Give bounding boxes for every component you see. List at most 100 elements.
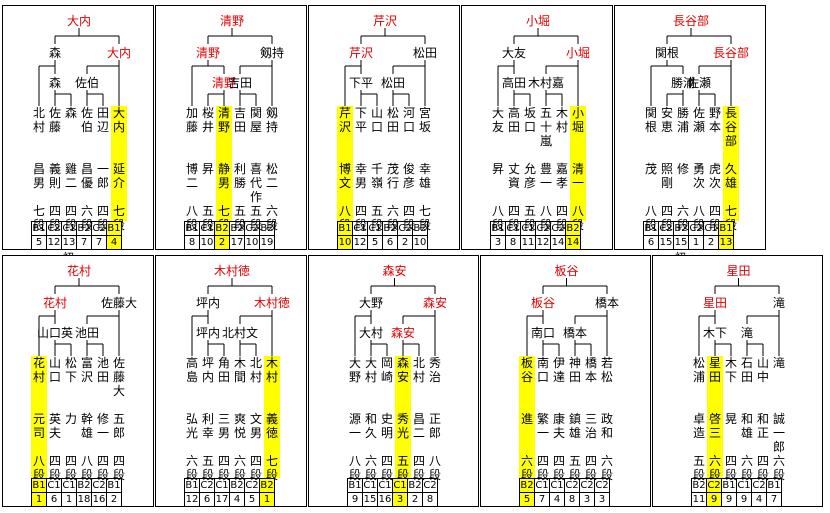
class-cell: C1 [367,221,383,236]
class-cell: C1 [199,221,215,236]
player-column: 木村嘉孝四段 [554,106,570,232]
player-name-char: 村 [32,120,45,134]
number-cell: 8 [422,492,438,507]
player-given-char: 夫 [552,426,565,440]
player-given-char: 源 [348,412,361,426]
player-name-char: 嵐 [539,134,552,148]
player-given-char: 政 [600,412,613,426]
player-given-char: 一 [772,426,785,440]
player-column: 野本虎次四段 [707,106,723,232]
player-name-char: 野 [348,370,361,384]
player-name-char: 浦 [692,370,705,384]
number-cell: 15 [658,235,674,250]
player-given-char: 郎 [772,440,785,454]
bracket-block: 森安大野森安大村森安大野源一八段大村和久六段岡崎史明四段森安秀光五段北村昌二四段… [308,255,479,507]
player-name-char: 大 [112,106,125,120]
bracket-lines [497,28,579,106]
number-cell: 9 [721,492,737,507]
player-name-char: 内 [201,370,214,384]
player-given-char: 英 [48,412,61,426]
player-name-char: 岡 [380,356,393,370]
class-cell: B1 [718,221,734,236]
player-name-char: 池 [96,356,109,370]
number-cell: 17 [229,235,245,250]
number-cell: 4 [229,492,245,507]
player-rank-char: 八 [185,204,198,218]
player-given-char: 一 [571,176,584,190]
player-name-char: 内 [112,120,125,134]
player-name-char: 藤 [48,120,61,134]
number-cell: 16 [91,492,107,507]
player-rank-char: 八 [80,454,93,468]
bracket-lines [38,28,120,106]
number-cell: 6 [46,492,62,507]
player-given-char: 雄 [740,426,753,440]
player-rank-char: 五 [396,454,409,468]
player-column: 芹沢博文八段 [337,106,353,232]
number-cell: 16 [377,492,393,507]
finalist-label: 剱持 [259,46,285,60]
player-given-char: 博 [338,162,351,176]
player-given-char: 延 [112,162,125,176]
player-name-char: 田 [96,106,109,120]
player-name-char: 下 [354,106,367,120]
player-rank-char: 四 [724,454,737,468]
player-rank-char: 四 [64,204,77,218]
number-cell: 2 [106,492,122,507]
player-given-char: 嘉 [555,162,568,176]
champion-label: 木村徳 [213,264,251,278]
player-given-char: 次 [692,176,705,190]
number-cell: 7 [766,492,782,507]
semifinal-label: 池田 [74,326,100,340]
bracket-block: 小堀大友小堀高田木村嘉大友昇八段高田丈資四段坂口允彦五段五十嵐豊一八段木村嘉孝四… [461,5,613,250]
player-rank-char: 四 [536,454,549,468]
player-given-char: 史 [380,412,393,426]
finalist-label: 木村徳 [253,296,291,310]
player-column: 高島弘光六段 [184,356,200,482]
player-name-char: 剱 [265,106,278,120]
player-rank-char: 五 [233,204,246,218]
number-cell: 5 [244,492,260,507]
player-rank-char: 四 [48,204,61,218]
class-cell: C1 [46,478,62,493]
player-given-char: 允 [523,162,536,176]
player-name-char: 井 [201,120,214,134]
player-name-char: 口 [48,370,61,384]
player-name-char: 野 [217,120,230,134]
bracket-lines [526,278,608,356]
finalist-label: 関根 [654,46,680,60]
player-rank-char: 六 [676,204,689,218]
player-column: 大野源一八段 [347,356,363,482]
player-column: 清野静男七段 [216,106,232,232]
finalist-label: 清野 [195,46,221,60]
player-name-char: 角 [217,356,230,370]
semifinal-label: 北村文 [221,326,259,340]
player-given-char: 昇 [201,162,214,176]
player-name-char: 田 [708,370,721,384]
player-given-char: 義 [265,412,278,426]
player-given-char: 爽 [233,412,246,426]
player-given-char: 昌 [80,162,93,176]
number-cell: 2 [703,235,719,250]
semifinal-label: 勝浦 [670,76,696,90]
player-given-char: 二 [64,176,77,190]
player-column: 秀治正郎八段 [427,356,443,482]
player-rank-char: 七 [724,204,737,218]
class-cell: C2 [244,478,260,493]
player-rank-char: 四 [112,454,125,468]
player-column: 吉田利勝五段 [232,106,248,232]
player-given-char: 郎 [112,426,125,440]
player-name-char: 田 [740,370,753,384]
player-column: 松下力四段 [63,356,79,482]
number-cell: 10 [199,235,215,250]
player-name-char: 大 [364,356,377,370]
bracket-block: 清野清野剱持清野吉田加藤博二八段桜井昇五段清野静男七段吉田利勝五段関屋喜代作五段… [155,5,307,250]
number-cell: 3 [490,235,506,250]
player-rank-char: 七 [112,204,125,218]
number-cell: 12 [46,235,62,250]
player-column: 花村元司八段 [31,356,47,482]
number-cell: 11 [691,492,707,507]
player-name-char: 大 [112,384,125,398]
player-column: 松浦卓造五段 [691,356,707,482]
